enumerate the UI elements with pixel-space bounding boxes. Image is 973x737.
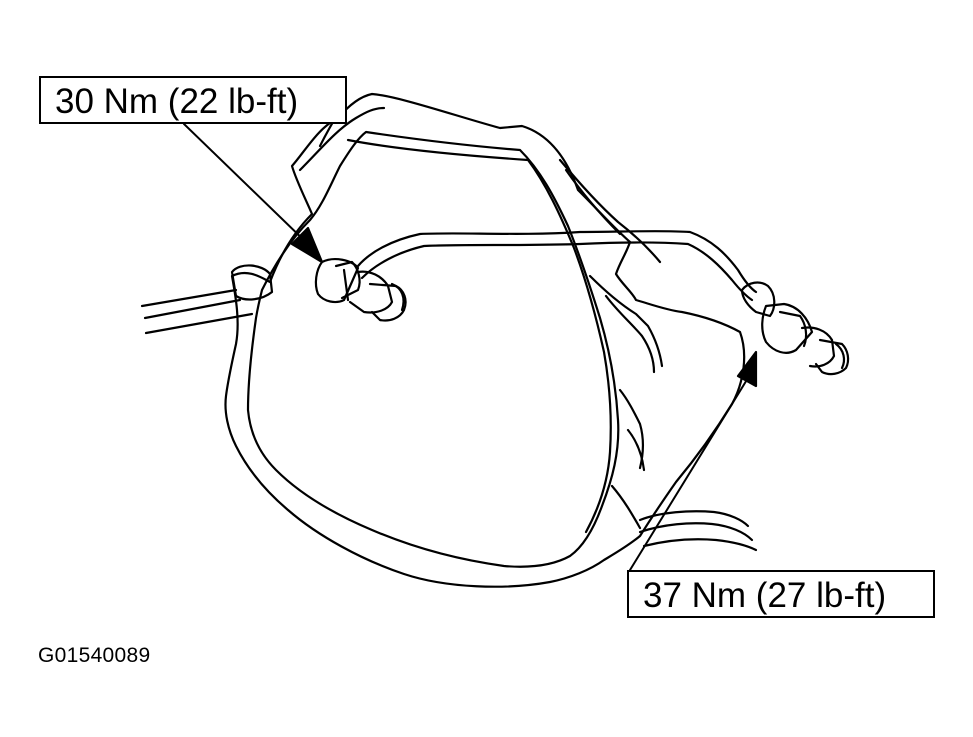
sensor-wire-harness: [356, 230, 758, 302]
rear-oxygen-sensor: [740, 281, 850, 376]
figure-id-label: G01540089: [38, 644, 151, 667]
leader-arrow-lower: [629, 350, 758, 571]
front-oxygen-sensor: [314, 258, 407, 322]
torque-callout-rear-sensor-text: 37 Nm (27 lb-ft): [643, 576, 887, 615]
torque-callout-front-sensor: 30 Nm (22 lb-ft): [39, 76, 347, 124]
torque-callout-rear-sensor: 37 Nm (27 lb-ft): [627, 570, 935, 618]
exhaust-pipe: [140, 264, 274, 335]
torque-callout-front-sensor-text: 30 Nm (22 lb-ft): [55, 82, 299, 121]
housing-outline: [224, 92, 758, 588]
leader-arrow-upper: [183, 123, 324, 264]
